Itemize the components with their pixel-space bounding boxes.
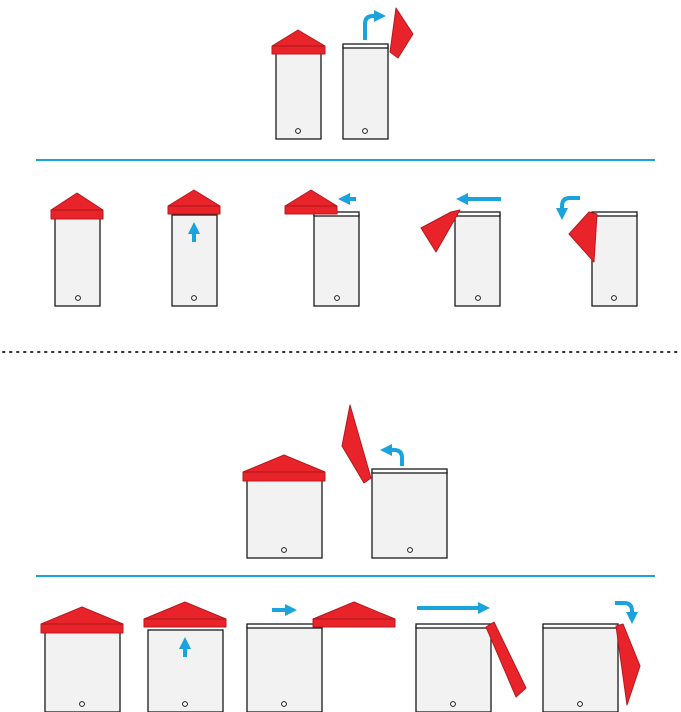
red-cap-hanging	[615, 623, 641, 706]
red-cap	[271, 29, 326, 55]
case-rim	[342, 43, 389, 49]
case-body	[246, 477, 323, 559]
wide-step-1	[40, 606, 124, 712]
arrow-flip-icon	[380, 444, 404, 466]
wide-case-closed	[242, 454, 326, 559]
narrow-case-closed	[271, 29, 326, 140]
arrow-flip-icon	[363, 10, 386, 40]
case-hole	[281, 701, 287, 707]
arrow-flip-down-icon	[615, 601, 638, 624]
case-body	[542, 626, 619, 712]
case-hole	[450, 701, 456, 707]
case-hole	[362, 128, 368, 134]
red-cap	[40, 606, 124, 634]
case-body	[371, 471, 448, 559]
case-hole	[407, 547, 413, 553]
case-body	[342, 45, 389, 140]
case-rim	[454, 211, 501, 217]
case-rim	[371, 468, 448, 474]
case-rim	[246, 623, 323, 629]
red-cap	[242, 454, 326, 482]
case-hole	[182, 701, 188, 707]
red-cap-tilted	[485, 621, 527, 698]
narrow-case-open	[342, 7, 414, 140]
narrow-step-2	[167, 189, 221, 307]
narrow-step-5	[556, 196, 638, 307]
case-body	[147, 629, 224, 712]
case-body	[415, 626, 492, 712]
narrow-step-1	[50, 192, 104, 307]
case-body	[54, 214, 101, 307]
narrow-case-overview	[271, 7, 414, 140]
case-rim	[415, 623, 492, 629]
narrow-step-4	[420, 193, 501, 307]
case-body	[313, 214, 360, 307]
case-hole	[79, 701, 85, 707]
red-cap-flipped	[389, 7, 414, 59]
red-cap	[312, 601, 396, 628]
wide-case-open	[341, 404, 448, 559]
case-hole	[475, 295, 481, 301]
case-body	[275, 51, 322, 140]
wide-step-4	[415, 602, 527, 712]
wide-step-2	[143, 601, 227, 712]
case-body	[454, 214, 501, 307]
case-hole	[577, 701, 583, 707]
case-hole	[611, 295, 617, 301]
arrow-flip-down-icon	[556, 196, 580, 220]
wide-step-5	[542, 601, 641, 712]
case-rim	[591, 211, 638, 217]
case-hole	[295, 128, 301, 134]
red-cap	[167, 189, 221, 215]
case-hole	[75, 295, 81, 301]
case-body	[44, 629, 121, 712]
case-hole	[334, 295, 340, 301]
narrow-step-3	[284, 189, 360, 307]
case-rim	[542, 623, 619, 629]
wide-case-overview	[242, 404, 448, 559]
red-cap-tilted	[420, 209, 461, 253]
red-cap	[50, 192, 104, 220]
case-body	[591, 214, 638, 307]
wide-step-3	[246, 601, 396, 712]
red-cap-flipped	[341, 404, 372, 484]
red-cap	[143, 601, 227, 628]
case-hole	[191, 295, 197, 301]
red-cap-hanging	[568, 211, 598, 263]
case-hole	[281, 547, 287, 553]
case-body	[246, 626, 323, 712]
red-cap	[284, 189, 338, 215]
